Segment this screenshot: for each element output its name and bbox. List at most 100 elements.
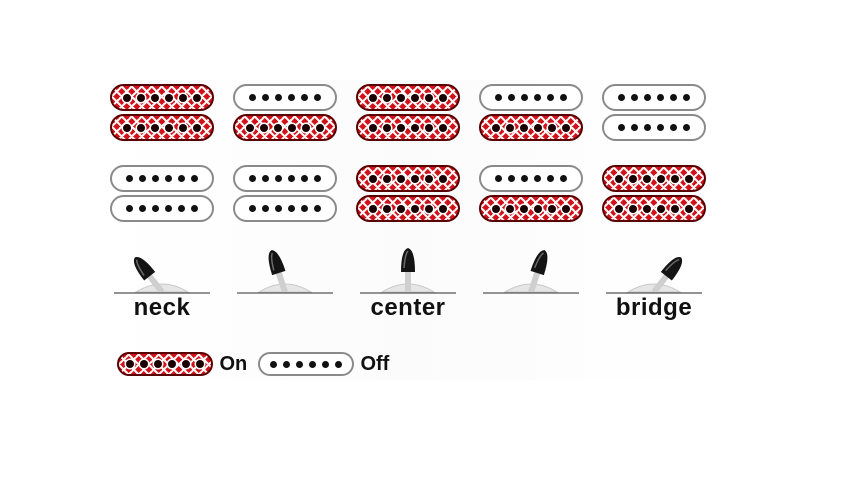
pole-piece-icon: [547, 94, 554, 101]
pole-piece-icon: [644, 94, 651, 101]
legend-on-label: On: [219, 352, 248, 375]
pole-piece-icon: [397, 204, 405, 213]
pole-piece-icon: [439, 123, 447, 132]
pole-piece-icon: [425, 93, 433, 102]
pole-piece-icon: [274, 123, 282, 132]
pole-piece-icon: [657, 174, 665, 183]
pole-piece-icon: [179, 93, 187, 102]
pole-piece-icon: [262, 205, 269, 212]
pole-piece-icon: [383, 174, 391, 183]
pole-piece-icon: [397, 123, 405, 132]
switch-position-4: [475, 80, 587, 380]
pole-piece-icon: [151, 93, 159, 102]
pole-piece-icon: [193, 123, 201, 132]
pole-piece-icon: [629, 174, 637, 183]
pole-piece-icon: [139, 175, 146, 182]
pole-piece-icon: [520, 204, 528, 213]
lever-switch-icon: [352, 246, 464, 302]
pole-piece-icon: [275, 94, 282, 101]
pole-piece-icon: [165, 205, 172, 212]
pole-piece-icon: [301, 175, 308, 182]
pole-piece-icon: [275, 175, 282, 182]
pole-piece-icon: [137, 123, 145, 132]
pole-piece-icon: [260, 123, 268, 132]
pickup-a-top-coil-off: [479, 84, 583, 111]
pole-piece-icon: [193, 93, 201, 102]
pole-piece-icon: [425, 174, 433, 183]
pole-piece-icon: [548, 123, 556, 132]
lever-switch-icon: [106, 246, 218, 302]
pole-piece-icon: [302, 123, 310, 132]
pole-piece-icon: [369, 93, 377, 102]
pole-piece-icon: [521, 94, 528, 101]
pole-piece-icon: [671, 204, 679, 213]
pole-piece-icon: [288, 94, 295, 101]
pole-piece-icon: [314, 94, 321, 101]
pickup-b-top-coil-on: [602, 165, 706, 192]
pole-piece-icon: [123, 123, 131, 132]
pole-piece-icon: [439, 174, 447, 183]
pole-piece-icon: [139, 205, 146, 212]
pickup-b-bottom-coil-on: [479, 195, 583, 222]
pickup-a-top-coil-off: [602, 84, 706, 111]
legend-off-label: Off: [360, 352, 390, 375]
pole-piece-icon: [191, 205, 198, 212]
pole-piece-icon: [314, 205, 321, 212]
pole-piece-icon: [383, 204, 391, 213]
pole-piece-icon: [644, 124, 651, 131]
pole-piece-icon: [288, 123, 296, 132]
pole-piece-icon: [246, 123, 254, 132]
pole-piece-icon: [411, 123, 419, 132]
pole-piece-icon: [152, 175, 159, 182]
pole-piece-icon: [506, 123, 514, 132]
pole-piece-icon: [534, 94, 541, 101]
pole-piece-icon: [643, 174, 651, 183]
pole-piece-icon: [191, 175, 198, 182]
position-label-bridge: bridge: [615, 294, 693, 321]
pole-piece-icon: [683, 124, 690, 131]
pole-piece-icon: [562, 204, 570, 213]
pole-piece-icon: [425, 123, 433, 132]
pole-piece-icon: [618, 94, 625, 101]
pickup-b-top-coil-off: [479, 165, 583, 192]
pole-piece-icon: [560, 94, 567, 101]
pole-piece-icon: [151, 123, 159, 132]
pole-piece-icon: [657, 204, 665, 213]
pole-piece-icon: [369, 174, 377, 183]
pole-piece-icon: [178, 175, 185, 182]
pickup-a-bottom-coil-off: [602, 114, 706, 141]
switch-position-3: center: [352, 80, 464, 380]
pickup-b-top-coil-off: [233, 165, 337, 192]
pole-piece-icon: [547, 175, 554, 182]
pole-piece-icon: [411, 204, 419, 213]
pole-piece-icon: [262, 94, 269, 101]
pole-piece-icon: [126, 205, 133, 212]
pole-piece-icon: [521, 175, 528, 182]
switch-position-1: neck: [106, 80, 218, 380]
pole-piece-icon: [492, 204, 500, 213]
pole-piece-icon: [288, 175, 295, 182]
pole-piece-icon: [152, 205, 159, 212]
pole-piece-icon: [670, 124, 677, 131]
pole-piece-icon: [262, 175, 269, 182]
pole-piece-icon: [685, 204, 693, 213]
pole-piece-icon: [520, 123, 528, 132]
pole-piece-icon: [631, 124, 638, 131]
pole-piece-icon: [439, 93, 447, 102]
switch-position-5: bridge: [598, 80, 710, 380]
pole-piece-icon: [670, 94, 677, 101]
pole-piece-icon: [615, 204, 623, 213]
pole-piece-icon: [397, 93, 405, 102]
pickup-a-top-coil-on: [110, 84, 214, 111]
legend-off: Off: [258, 352, 389, 382]
pole-piece-icon: [506, 204, 514, 213]
pickup-b-bottom-coil-off: [110, 195, 214, 222]
pole-piece-icon: [369, 204, 377, 213]
pickup-a-bottom-coil-on: [233, 114, 337, 141]
lever-switch-icon: [475, 246, 587, 302]
pickup-b-bottom-coil-on: [602, 195, 706, 222]
pickup-a-bottom-coil-on: [356, 114, 460, 141]
pickup-a-top-coil-on: [356, 84, 460, 111]
pole-piece-icon: [631, 94, 638, 101]
pole-piece-icon: [562, 123, 570, 132]
